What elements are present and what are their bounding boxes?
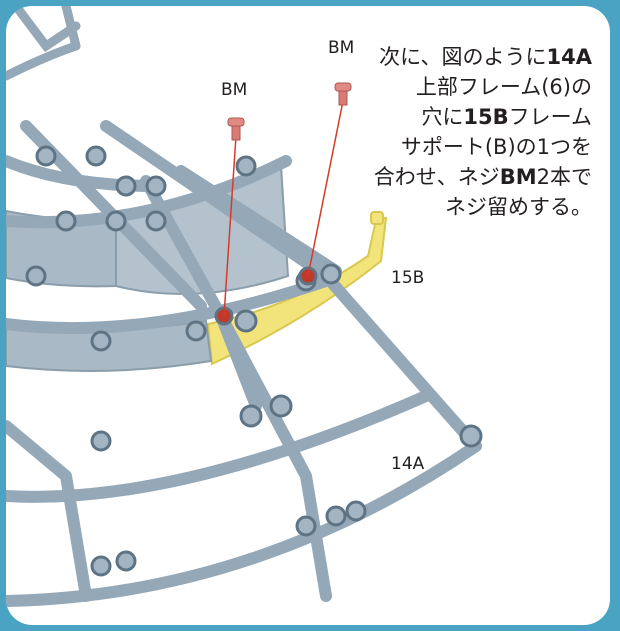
screw-bm-right (334, 82, 352, 106)
instruction-text-segment: 穴に (421, 105, 464, 129)
part-number-bm: BM (499, 165, 537, 189)
label-screw-bm-right: BM (328, 38, 355, 58)
label-screw-bm-left: BM (221, 80, 248, 100)
instruction-line-6: ネジ留めする。 (445, 195, 592, 219)
instruction-text: 次に、図のように14A 上部フレーム(6)の 穴に15Bフレーム サポート(B)… (292, 42, 592, 222)
label-part-15b: 15B (391, 268, 425, 288)
screw-bm-left (227, 117, 245, 141)
guide-lines (223, 100, 344, 317)
instruction-line-5: 合わせ、ネジBM2本で (292, 162, 592, 192)
assembly-illustration (6, 6, 483, 607)
instruction-text-segment: 合わせ、ネジ (373, 165, 500, 189)
instruction-line-4: サポート(B)の1つを (400, 135, 592, 159)
instruction-line-3: 穴に15Bフレーム (292, 102, 592, 132)
instruction-text-segment: 次に、図のように (379, 45, 547, 69)
label-part-14a: 14A (391, 454, 425, 474)
instruction-text-segment: フレーム (508, 105, 592, 129)
instruction-text-segment: 2本で (536, 165, 592, 189)
part-number-15b: 15B (463, 105, 509, 129)
instruction-line-2: 上部フレーム(6)の (415, 75, 592, 99)
upper-frame-fragment (6, 6, 81, 81)
frame-bosses (25, 145, 483, 577)
part-number-14a: 14A (546, 45, 592, 69)
instruction-line-1: 次に、図のように14A (292, 42, 592, 72)
instruction-panel: 次に、図のように14A 上部フレーム(6)の 穴に15Bフレーム サポート(B)… (6, 6, 610, 625)
